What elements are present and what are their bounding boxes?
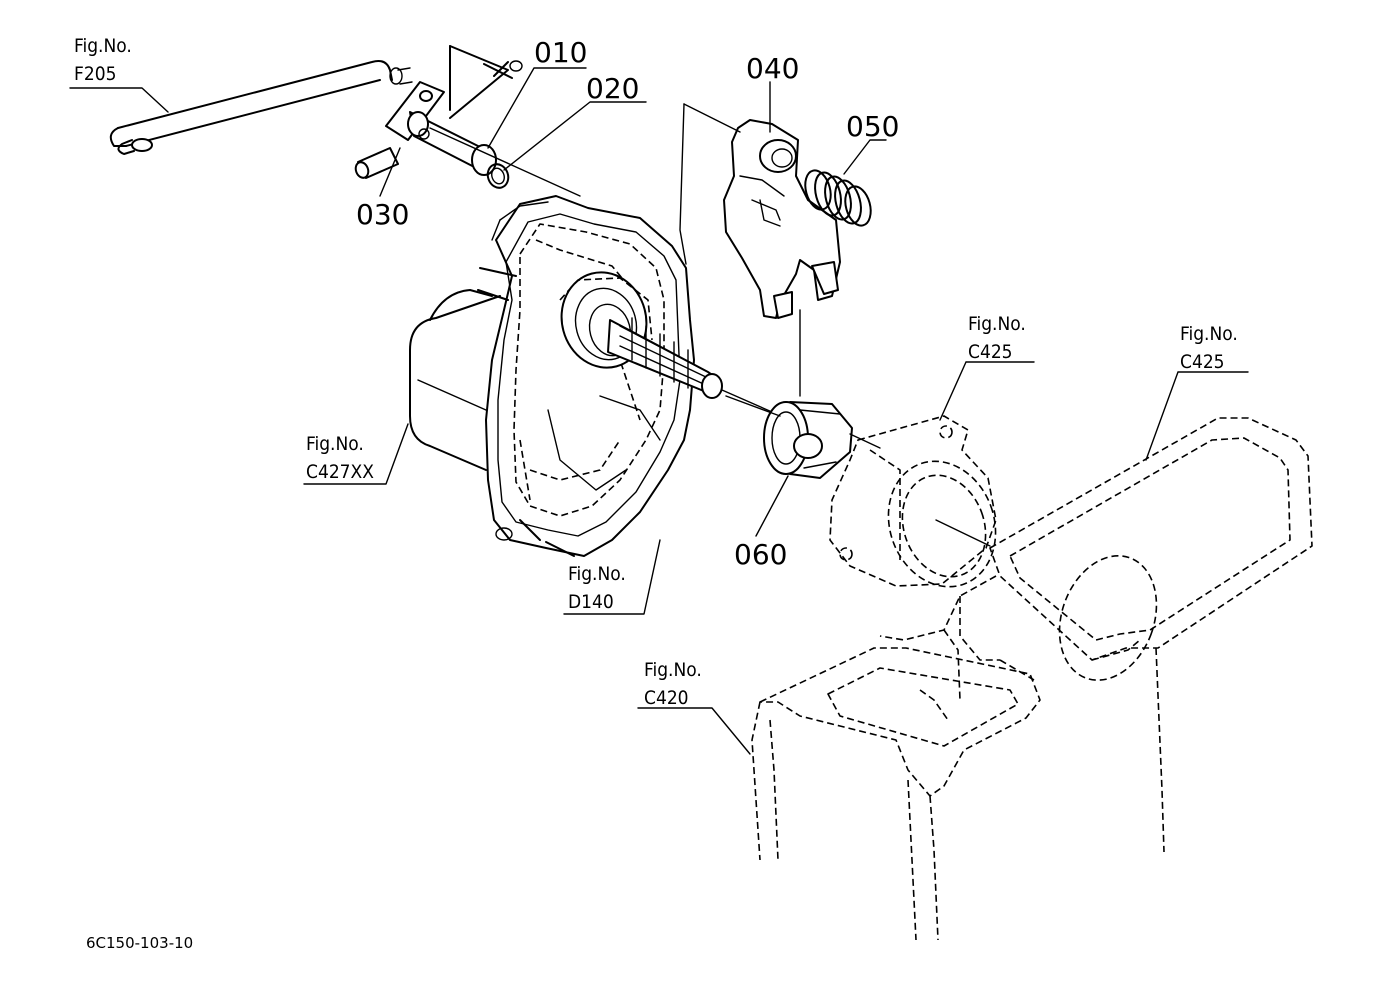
leader-lines bbox=[69, 67, 1249, 755]
part-number-labels: 010 020 030 040 050 060 bbox=[356, 36, 899, 571]
part-number-060: 060 bbox=[734, 538, 787, 571]
shifter-060 bbox=[763, 401, 853, 479]
part-number-010: 010 bbox=[534, 36, 587, 69]
svg-text:C425: C425 bbox=[968, 341, 1013, 363]
figure-reference-labels: Fig.No. F205 Fig.No. C427XX Fig.No. D140… bbox=[74, 35, 1238, 709]
bearing-housing bbox=[829, 415, 997, 588]
svg-text:C425: C425 bbox=[1180, 351, 1225, 373]
figure-ref-c427xx: Fig.No. C427XX bbox=[306, 433, 374, 483]
shift-arm-010 bbox=[385, 45, 523, 176]
svg-text:D140: D140 bbox=[568, 591, 614, 613]
part-number-030: 030 bbox=[356, 198, 409, 231]
figure-ref-c425-b: Fig.No. C425 bbox=[1180, 323, 1238, 373]
drawing-code: 6C150-103-10 bbox=[86, 934, 193, 952]
svg-text:F205: F205 bbox=[74, 63, 116, 85]
figure-ref-c425-a: Fig.No. C425 bbox=[968, 313, 1026, 363]
svg-text:C427XX: C427XX bbox=[306, 461, 374, 483]
svg-text:Fig.No.: Fig.No. bbox=[1180, 323, 1238, 345]
shift-rod bbox=[109, 60, 413, 155]
svg-text:Fig.No.: Fig.No. bbox=[74, 35, 132, 57]
svg-text:Fig.No.: Fig.No. bbox=[644, 659, 702, 681]
svg-text:C420: C420 bbox=[644, 687, 689, 709]
part-number-040: 040 bbox=[746, 52, 799, 85]
o-ring-020 bbox=[486, 163, 510, 189]
part-number-050: 050 bbox=[846, 110, 899, 143]
figure-ref-f205: Fig.No. F205 bbox=[74, 35, 132, 85]
svg-text:Fig.No.: Fig.No. bbox=[568, 563, 626, 585]
transmission-case bbox=[409, 195, 773, 557]
svg-text:Fig.No.: Fig.No. bbox=[968, 313, 1026, 335]
assembly-lines bbox=[429, 103, 881, 449]
part-number-020: 020 bbox=[586, 72, 639, 105]
shift-fork-040 bbox=[723, 119, 841, 397]
pin-030 bbox=[354, 147, 399, 179]
mission-case bbox=[751, 417, 1313, 941]
spring-050 bbox=[804, 169, 872, 227]
figure-ref-c420: Fig.No. C420 bbox=[644, 659, 702, 709]
svg-text:Fig.No.: Fig.No. bbox=[306, 433, 364, 455]
figure-ref-d140: Fig.No. D140 bbox=[568, 563, 626, 613]
